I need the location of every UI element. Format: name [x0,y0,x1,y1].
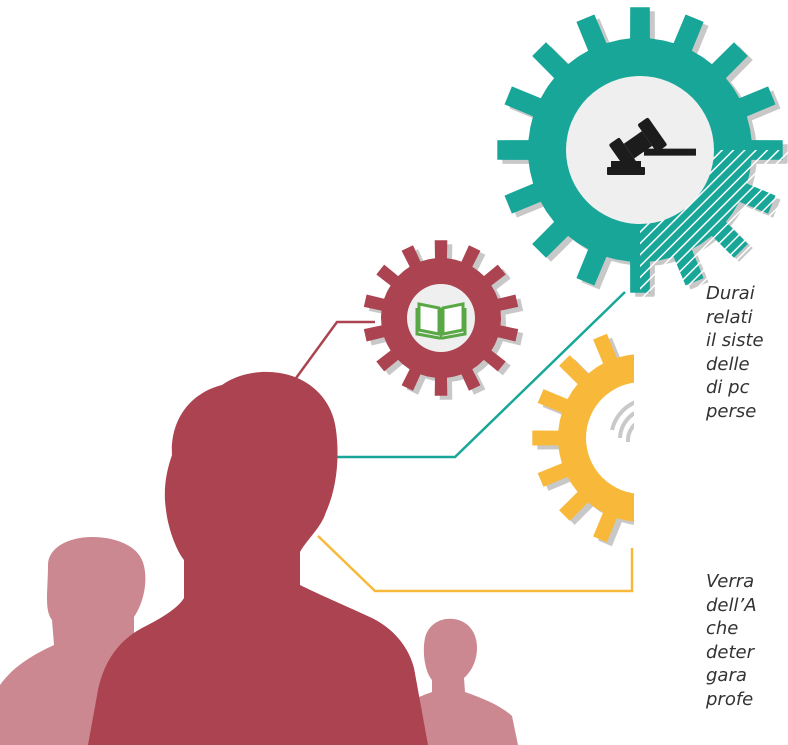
text-paragraph-1: Durai relati il siste delle di pc perse [706,282,764,423]
gavel-icon [607,117,696,175]
paragraph-1-line: perse [706,400,757,422]
paragraph-2-line: profe [706,688,754,710]
paragraph-2-line: gara [706,665,747,686]
paragraph-1-line: il siste [706,330,764,351]
paragraph-2-line: deter [706,641,755,663]
paragraph-1-line: Durai [706,283,755,304]
paragraph-1-line: di pc [706,377,750,398]
paragraph-2-line: Verra [706,571,755,592]
open-book-icon [415,302,467,340]
gear-body [532,333,634,543]
text-paragraph-2: Verra dell’A che deter gara profe [706,570,757,711]
paragraph-1-line: delle [706,353,750,375]
back-person-right [395,618,518,745]
gear-hatch [642,438,762,558]
yellow-connector-line [317,535,634,593]
teal-gear [497,7,788,303]
paragraph-2-line: che [706,618,739,639]
wireless-signal-icon [610,400,634,443]
teal-connector-line [334,291,626,459]
paragraph-2-line: dell’A [706,594,757,616]
maroon-connector-line [278,320,375,401]
paragraph-1-line: relati [706,306,753,328]
main-person-silhouette [88,371,428,745]
gear-center [586,382,634,494]
